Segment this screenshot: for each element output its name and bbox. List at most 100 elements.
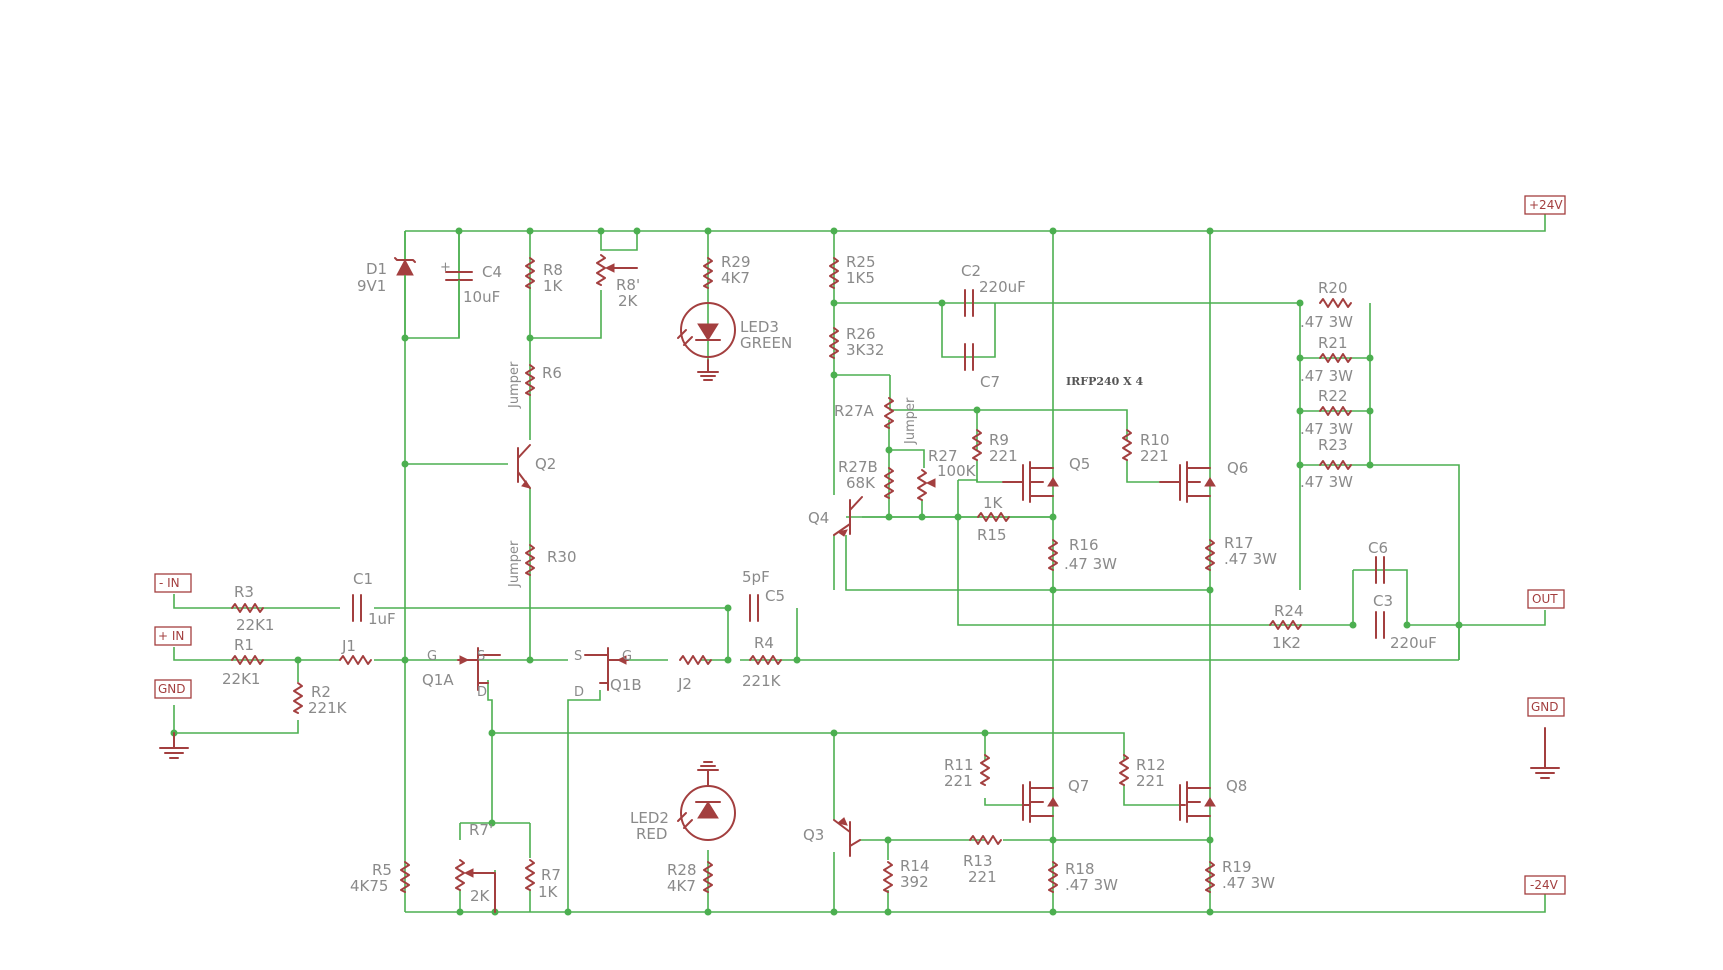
label-r13-ref: R13 — [963, 852, 993, 870]
resistor-r16-symbol — [1048, 539, 1058, 571]
resistor-r7-symbol — [525, 859, 535, 891]
label-r17-val: .47 3W — [1224, 550, 1277, 568]
resistor-r27a-symbol — [884, 397, 894, 429]
label-q4-ref: Q4 — [808, 509, 829, 527]
label-c2-ref: C2 — [961, 262, 981, 280]
label-r24-ref: R24 — [1274, 602, 1304, 620]
led3-symbol — [677, 302, 736, 381]
svg-text:GND: GND — [158, 682, 186, 696]
label-r17-ref: R17 — [1224, 534, 1254, 552]
label-r5-ref: R5 — [372, 861, 392, 879]
capacitor-c2-symbol — [964, 289, 974, 317]
ground-right-symbol — [1530, 727, 1560, 779]
label-r7p-ref: R7' — [469, 821, 493, 839]
label-j1-ref: J1 — [341, 637, 356, 655]
label-r14-ref: R14 — [900, 857, 930, 875]
label-q1a-d: D — [477, 685, 487, 700]
port-in-pos: + IN — [154, 626, 192, 646]
label-r3-val: 22K1 — [236, 616, 274, 634]
label-r24-val: 1K2 — [1272, 634, 1301, 652]
label-r23-ref: R23 — [1318, 436, 1348, 454]
label-r18-ref: R18 — [1065, 860, 1095, 878]
transistor-q4-symbol — [833, 496, 863, 537]
transistor-q3-symbol — [833, 817, 861, 857]
label-r7-val: 1K — [538, 883, 559, 901]
label-c2-val: 220uF — [979, 278, 1026, 296]
label-led2-ref: LED2 — [630, 809, 669, 827]
label-r12-val: 221 — [1136, 772, 1165, 790]
label-r8p-val: 2K — [618, 292, 639, 310]
jfet-q1a-symbol — [457, 647, 501, 691]
label-c5-val: 5pF — [742, 568, 770, 586]
jumper-j2-symbol — [679, 655, 712, 665]
label-r20-val: .47 3W — [1300, 313, 1353, 331]
label-r2-val: 221K — [308, 699, 348, 717]
resistor-r8-symbol — [525, 257, 535, 289]
label-q1b-g: G — [622, 649, 632, 664]
mosfet-q7-symbol — [1022, 781, 1059, 823]
label-led3-val: GREEN — [740, 334, 792, 352]
resistor-r20-symbol — [1319, 298, 1352, 308]
label-r18-val: .47 3W — [1065, 876, 1118, 894]
label-r10-ref: R10 — [1140, 431, 1170, 449]
capacitor-c5-symbol — [749, 594, 759, 622]
potentiometer-r27-symbol — [917, 469, 927, 501]
label-r25-ref: R25 — [846, 253, 876, 271]
capacitor-c3-symbol — [1375, 611, 1385, 639]
resistor-r12-symbol — [1119, 754, 1129, 786]
potentiometer-r8p-symbol — [596, 254, 606, 286]
label-r8-ref: R8 — [543, 261, 563, 279]
mosfet-q8-symbol — [1179, 781, 1216, 823]
label-q1a-s: S — [477, 649, 485, 664]
label-r2-ref: R2 — [311, 683, 331, 701]
label-c3-val: 220uF — [1390, 634, 1437, 652]
label-r13-val: 221 — [968, 868, 997, 886]
label-r1-val: 22K1 — [222, 670, 260, 688]
transistor-q2-symbol — [517, 444, 532, 489]
svg-text:-24V: -24V — [1530, 878, 1559, 892]
label-led2-val: RED — [636, 825, 667, 843]
port-gnd-left: GND — [154, 679, 192, 699]
resistor-r18-symbol — [1048, 861, 1058, 893]
potentiometer-r7p-symbol — [455, 859, 465, 891]
port-out: OUT — [1527, 589, 1565, 609]
label-r21-ref: R21 — [1318, 334, 1348, 352]
junctions — [170, 227, 1463, 916]
svg-text:+ IN: + IN — [158, 629, 184, 643]
label-r23-val: .47 3W — [1300, 473, 1353, 491]
resistor-r2-symbol — [293, 682, 303, 714]
label-r5-val: 4K75 — [350, 877, 388, 895]
resistor-r14-symbol — [883, 861, 893, 893]
label-r15-val: 1K — [983, 494, 1004, 512]
label-c4-ref: C4 — [482, 263, 502, 281]
mosfet-q5-symbol — [1002, 461, 1059, 503]
resistor-r11-symbol — [980, 754, 990, 786]
label-r28-val: 4K7 — [667, 877, 696, 895]
label-r19-val: .47 3W — [1222, 874, 1275, 892]
label-r7p-val: 2K — [470, 887, 491, 905]
label-r16-ref: R16 — [1069, 536, 1099, 554]
label-r29-val: 4K7 — [721, 269, 750, 287]
capacitor-c4-symbol: + — [440, 231, 473, 338]
resistor-r5-symbol — [400, 861, 410, 893]
label-led3-ref: LED3 — [740, 318, 779, 336]
svg-text:- IN: - IN — [159, 576, 180, 590]
label-r30-val: Jumper — [507, 540, 522, 588]
label-r9-val: 221 — [989, 447, 1018, 465]
resistor-r21-symbol — [1319, 353, 1352, 363]
jumper-j1-symbol — [339, 655, 372, 665]
svg-text:+24V: +24V — [1529, 198, 1563, 212]
label-r8p-ref: R8' — [616, 276, 640, 294]
label-r11-val: 221 — [944, 772, 973, 790]
symbols: + — [159, 231, 1560, 913]
label-r11-ref: R11 — [944, 756, 974, 774]
label-d1-val: 9V1 — [357, 277, 386, 295]
label-q1b-s: S — [574, 649, 582, 664]
resistor-r23-symbol — [1319, 460, 1352, 470]
label-r9-ref: R9 — [989, 431, 1009, 449]
label-r7-ref: R7 — [541, 866, 561, 884]
label-q5-ref: Q5 — [1069, 455, 1090, 473]
label-r22-ref: R22 — [1318, 387, 1348, 405]
resistor-r22-symbol — [1319, 406, 1352, 416]
